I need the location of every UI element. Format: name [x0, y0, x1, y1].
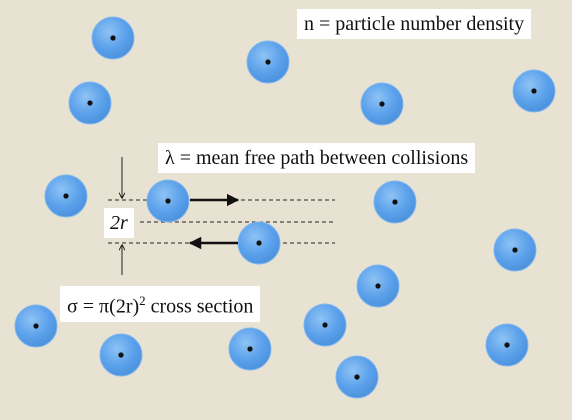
particle-center-dot: [165, 198, 171, 204]
mean-free-path-label: λ = mean free path between collisions: [158, 143, 476, 173]
particle-center-dot: [118, 352, 124, 358]
particle-center-dot: [354, 374, 360, 380]
particle-center-dot: [504, 342, 510, 348]
cross-section-label: σ = π(2r)2 cross section: [60, 286, 261, 322]
cross-section-exponent: 2: [139, 293, 146, 308]
particle-center-dot: [379, 101, 385, 107]
particle-center-dot: [322, 322, 328, 328]
cross-section-suffix: cross section: [145, 295, 254, 318]
particle-center-dot: [247, 346, 253, 352]
collision-cylinder-guides: [108, 199, 335, 244]
mean-free-path-text: λ = mean free path between collisions: [165, 147, 469, 169]
cross-section-prefix: σ = π(2r): [67, 295, 140, 318]
particle-center-dot: [512, 247, 518, 253]
motion-arrows: [188, 193, 240, 250]
particle-center-dot: [256, 240, 262, 246]
particle-center-dot: [392, 199, 398, 205]
diameter-text: 2r: [110, 212, 128, 234]
particle-center-dot: [33, 323, 39, 329]
particle-center-dot: [265, 59, 271, 65]
density-text: n = particle number density: [304, 13, 525, 35]
particle-center-dot: [87, 100, 93, 106]
particle-center-dot: [63, 193, 69, 199]
particle-center-dot: [110, 35, 116, 41]
density-label: n = particle number density: [297, 9, 532, 39]
particle-center-dot: [375, 283, 381, 289]
particles: [14, 16, 556, 399]
particle-center-dot: [531, 88, 537, 94]
diameter-label: 2r: [104, 208, 134, 238]
